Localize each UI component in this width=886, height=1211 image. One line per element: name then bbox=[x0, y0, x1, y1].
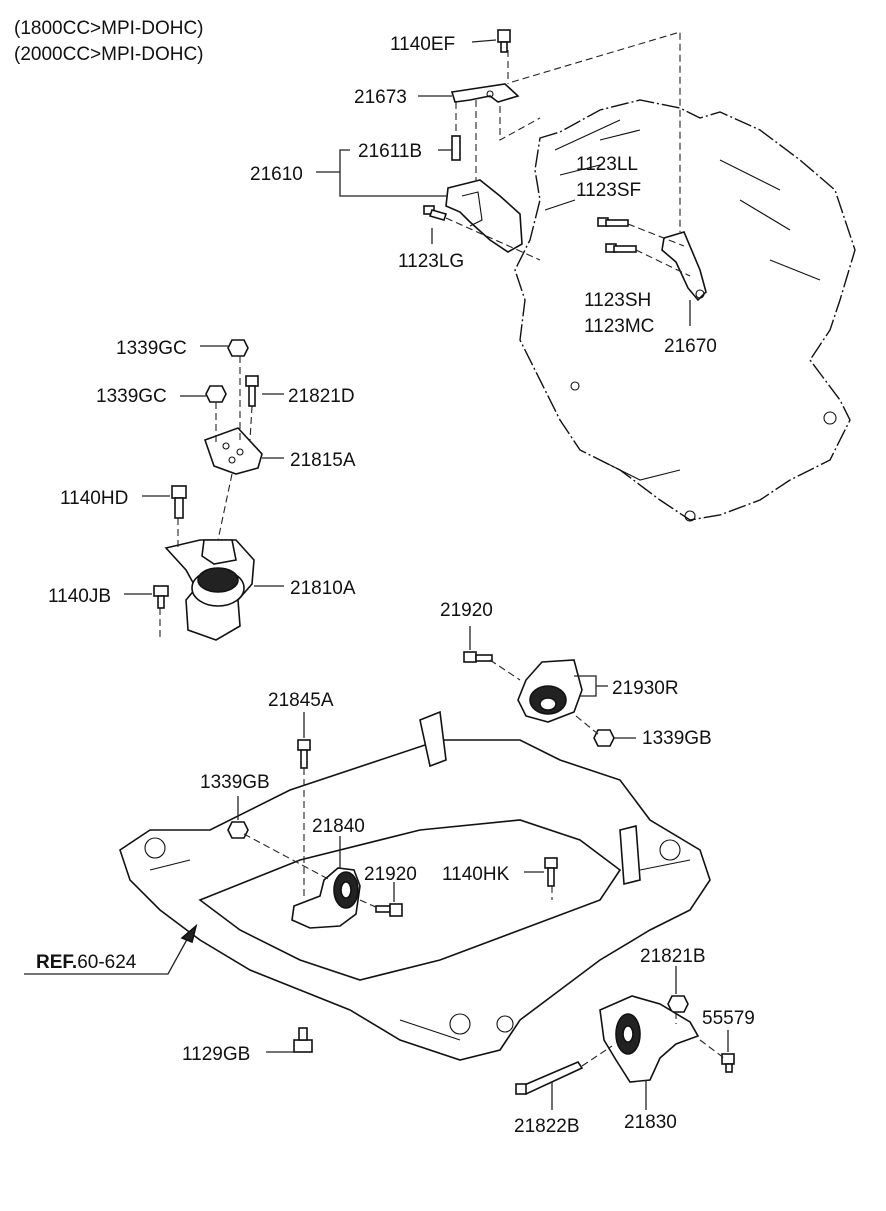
label-21845A: 21845A bbox=[268, 690, 334, 711]
bolt-1123LG bbox=[423, 205, 448, 221]
mount-21930R bbox=[517, 659, 583, 723]
label-21840: 21840 bbox=[312, 816, 365, 837]
nut-21821B bbox=[667, 995, 689, 1013]
label-1339GB-b: 1339GB bbox=[200, 772, 270, 793]
label-1339GB-a: 1339GB bbox=[642, 728, 712, 749]
label-21920-a: 21920 bbox=[440, 600, 493, 621]
label-1123LG: 1123LG bbox=[398, 251, 464, 272]
label-1123SF: 1123SF bbox=[576, 180, 641, 201]
label-21673: 21673 bbox=[354, 87, 407, 108]
part-labels: 1140EF 21673 21611B 21610 1123LG 1123LL … bbox=[48, 34, 755, 1137]
bolt-1140HD bbox=[171, 485, 187, 519]
bracket-21815A bbox=[203, 427, 263, 475]
bolt-21920-a bbox=[463, 651, 493, 663]
engine-spec-line-1: (1800CC>MPI-DOHC) bbox=[14, 18, 204, 39]
label-1123SH: 1123SH bbox=[584, 290, 651, 311]
reference-code: 60-624 bbox=[77, 952, 137, 973]
label-21821D: 21821D bbox=[288, 386, 355, 407]
bolt-1140EF bbox=[497, 29, 511, 53]
label-21822B: 21822B bbox=[514, 1116, 580, 1137]
label-1339GC-a: 1339GC bbox=[116, 338, 187, 359]
nut-1339GB-a bbox=[593, 729, 615, 747]
nut-1339GC-b bbox=[205, 385, 227, 403]
engine-spec-line-2: (2000CC>MPI-DOHC) bbox=[14, 44, 204, 65]
bolt-1140HK bbox=[544, 857, 558, 887]
label-21920-b: 21920 bbox=[364, 864, 417, 885]
label-21670: 21670 bbox=[664, 336, 717, 357]
label-1140EF: 1140EF bbox=[390, 34, 455, 55]
label-21830: 21830 bbox=[624, 1112, 677, 1133]
bolt-21845A bbox=[297, 739, 311, 769]
bolt-21821D bbox=[245, 375, 259, 407]
mount-bracket-21610 bbox=[445, 179, 523, 253]
long-bolt-21822B bbox=[515, 1061, 584, 1096]
bolt-1123SH bbox=[605, 243, 637, 253]
crossmember-subframe bbox=[119, 710, 711, 1061]
nut-1339GB-b bbox=[227, 821, 249, 839]
label-1123MC: 1123MC bbox=[584, 316, 654, 337]
leader-lines bbox=[24, 39, 729, 1110]
stud-bolt-21611B bbox=[451, 135, 461, 161]
engine-mount-21810A bbox=[164, 539, 255, 641]
mount-bracket-21673 bbox=[450, 83, 520, 103]
nut-1339GC-a bbox=[227, 339, 249, 357]
reference-prefix: REF. bbox=[36, 952, 77, 973]
label-1140JB: 1140JB bbox=[48, 586, 111, 607]
dashed-guide-lines bbox=[159, 31, 725, 1067]
label-21810A: 21810A bbox=[290, 578, 356, 599]
label-1339GC-b: 1339GC bbox=[96, 386, 167, 407]
label-1140HD: 1140HD bbox=[60, 488, 128, 509]
bolt-1123LL bbox=[597, 217, 629, 227]
engine-block-outline bbox=[514, 99, 856, 522]
label-1129GB: 1129GB bbox=[182, 1044, 250, 1065]
label-21815A: 21815A bbox=[290, 450, 356, 471]
label-1123LL: 1123LL bbox=[576, 154, 638, 175]
bolt-21920-b bbox=[375, 903, 403, 917]
label-21610: 21610 bbox=[250, 164, 303, 185]
reference-label: REF.60-624 bbox=[36, 952, 137, 973]
label-21611B: 21611B bbox=[358, 141, 422, 162]
mount-21830 bbox=[599, 995, 700, 1083]
bolt-1129GB bbox=[293, 1027, 313, 1053]
mount-21840 bbox=[291, 867, 361, 929]
label-21821B: 21821B bbox=[640, 946, 706, 967]
label-55579: 55579 bbox=[702, 1008, 755, 1029]
bolt-55579 bbox=[721, 1053, 735, 1073]
bolt-1140JB bbox=[153, 585, 169, 609]
label-21930R: 21930R bbox=[612, 678, 679, 699]
engine-bracket-21670 bbox=[661, 231, 707, 302]
label-1140HK: 1140HK bbox=[442, 864, 510, 885]
